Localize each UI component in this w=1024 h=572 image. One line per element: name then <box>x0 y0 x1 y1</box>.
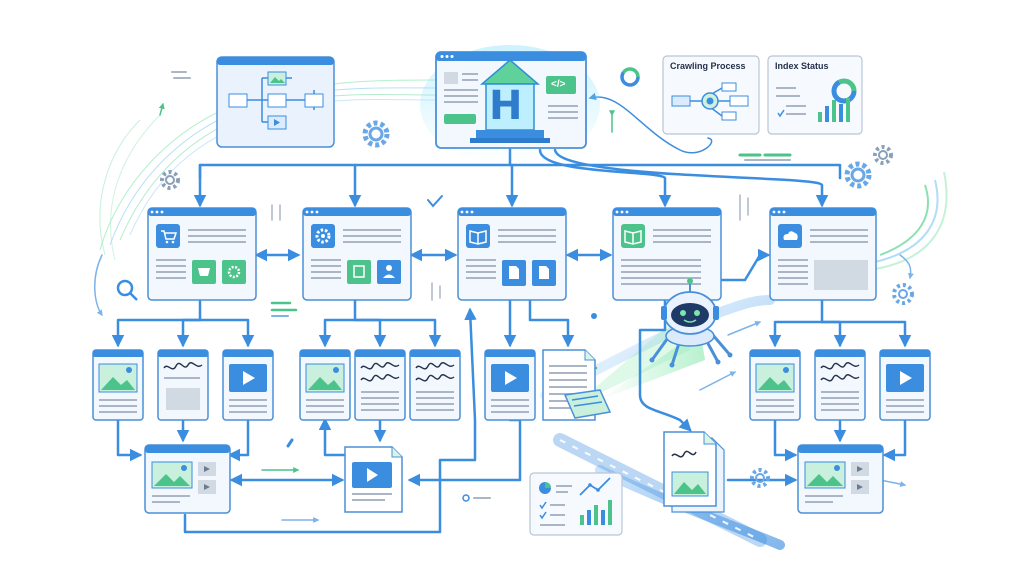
category-page-cart <box>147 207 257 301</box>
crawling-process-panel <box>662 55 760 135</box>
media-page-right <box>797 444 884 514</box>
image-icon <box>101 377 135 390</box>
dot-decoration <box>591 313 597 319</box>
index-status-panel <box>767 55 863 135</box>
cloud-icon <box>783 231 798 240</box>
content-page-video <box>222 349 274 421</box>
crawler-path-dashes <box>559 439 761 541</box>
play-icon <box>274 119 280 126</box>
crawler-scan-beam-2 <box>575 315 690 405</box>
gear-icon <box>873 145 893 165</box>
play-icon <box>900 371 912 385</box>
flying-document <box>563 389 612 419</box>
content-page-text2 <box>354 349 406 421</box>
analytics-card <box>529 472 623 536</box>
gear-icon <box>892 283 914 305</box>
content-page-text <box>157 349 209 421</box>
content-page-text2 <box>409 349 461 421</box>
book-icon <box>469 230 487 245</box>
video-document <box>344 446 403 513</box>
document-icon <box>509 266 519 279</box>
gear-icon <box>362 120 390 148</box>
search-icon <box>116 279 138 301</box>
book-icon <box>624 230 642 245</box>
play-icon <box>367 468 378 482</box>
cart-icon <box>161 230 178 244</box>
content-page-image <box>92 349 144 421</box>
bar-chart-icon <box>580 500 612 525</box>
content-page-image <box>299 349 351 421</box>
robot-crawler-icon <box>649 278 733 368</box>
level2-pages <box>147 207 877 301</box>
document-icon <box>539 266 549 279</box>
gear-icon <box>315 228 331 244</box>
content-page-video <box>879 349 931 421</box>
category-page-book2 <box>612 207 722 301</box>
wave-decoration-right <box>867 171 948 271</box>
image-icon <box>308 377 342 390</box>
image-icon <box>270 77 285 83</box>
crawling-process-title: Crawling Process <box>670 61 746 71</box>
content-page-text2 <box>814 349 866 421</box>
category-page-book <box>457 207 567 301</box>
code-glyph: </> <box>551 79 566 90</box>
home-page-card <box>420 45 600 165</box>
category-page-cloud <box>769 207 877 301</box>
thin-arrows <box>94 102 914 523</box>
content-page-image <box>749 349 801 421</box>
sitemap-card <box>216 56 335 148</box>
play-icon <box>505 371 517 385</box>
home-letter: H <box>489 83 523 129</box>
play-icon <box>243 371 255 385</box>
media-page-left <box>144 444 231 514</box>
connectors <box>111 92 912 534</box>
content-page-video <box>484 349 536 421</box>
index-status-title: Index Status <box>775 61 829 71</box>
level3-pages <box>92 349 931 421</box>
bar-chart-icon <box>818 98 850 122</box>
gear-icon <box>160 170 180 190</box>
checkmark-icon <box>777 109 785 118</box>
document-stack <box>663 431 725 513</box>
category-page-gear <box>302 207 412 301</box>
gear-icon <box>844 161 872 189</box>
gear-icon <box>750 468 770 488</box>
image-icon <box>758 377 792 390</box>
